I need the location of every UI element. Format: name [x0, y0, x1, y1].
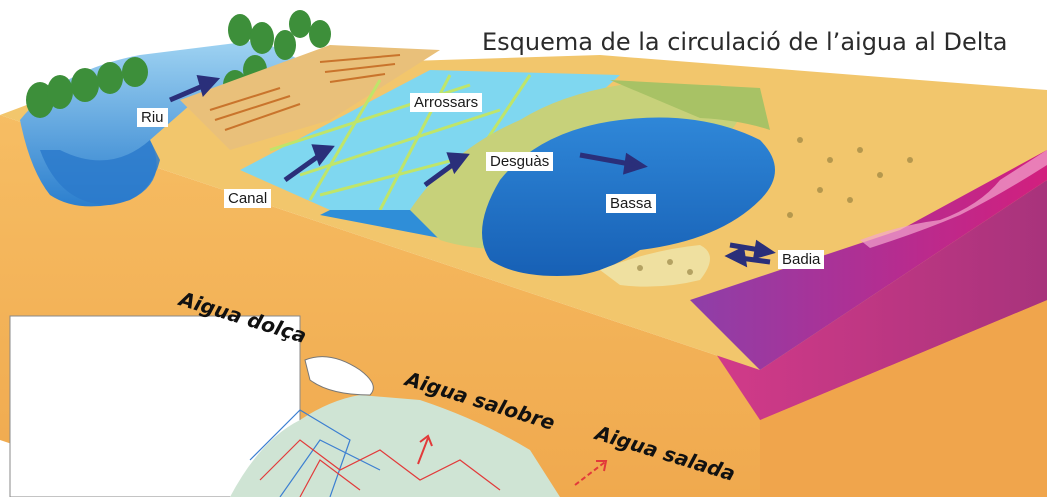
sea-foam [860, 150, 1047, 248]
river-section [40, 140, 160, 205]
flow-arrows [169, 75, 776, 268]
map-drains [259, 439, 501, 498]
map-inset [9, 315, 608, 498]
map-arrow-up-head [419, 434, 433, 447]
label-riu: Riu [137, 108, 168, 127]
sea-surface [690, 150, 1047, 370]
label-canal: Canal [224, 189, 272, 208]
map-arrow-dashed [574, 461, 606, 486]
desguas-arrow [446, 152, 470, 175]
canal-arrow [311, 144, 335, 167]
marsh-upper [610, 80, 770, 130]
label-badia: Badia [778, 250, 825, 269]
map-bay [304, 356, 374, 396]
label-bassa: Bassa [606, 194, 656, 213]
bassa-arrow [622, 152, 648, 175]
map-arrow-up [417, 437, 429, 465]
map-arrows [417, 434, 608, 486]
rice-paddies [240, 70, 620, 210]
vegetation-dots [637, 137, 913, 275]
outflow-arrow [752, 239, 776, 260]
map-arrow-dashed-head [596, 460, 608, 472]
crop-rows [209, 54, 401, 131]
river-arrow [196, 75, 221, 97]
label-arrossars: Arrossars [410, 93, 483, 112]
inflow-arrow [724, 246, 748, 268]
diagram-title: Esquema de la circulació de l’aigua al D… [482, 28, 1008, 56]
sand-barrier [600, 245, 710, 287]
map-land [230, 395, 560, 497]
label-desguas: Desguàs [486, 152, 554, 171]
